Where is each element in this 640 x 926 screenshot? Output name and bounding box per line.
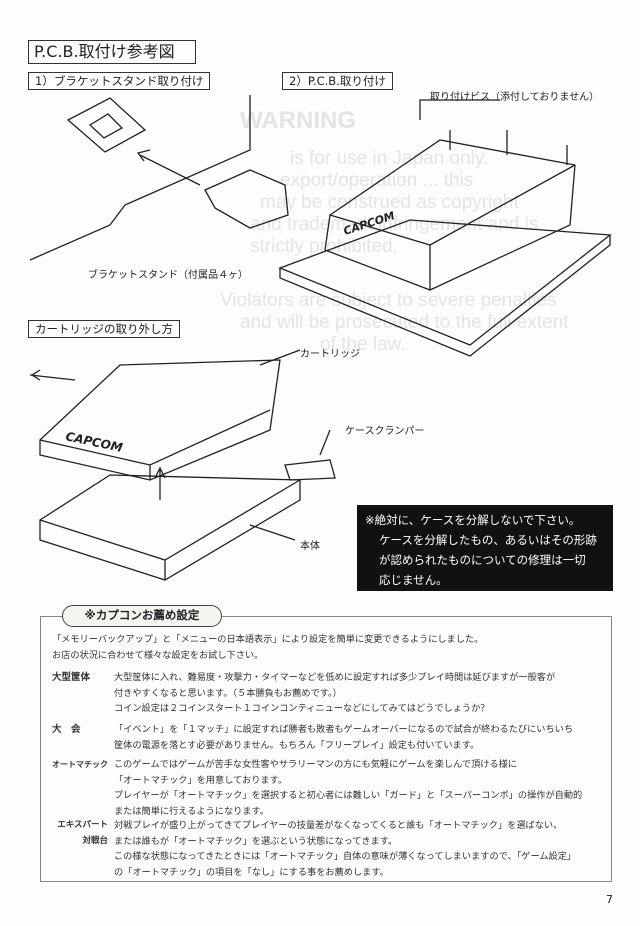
setting-line: プレイヤーが「オートマチック」を選択すると初心者には難しい「ガード」と「スーパー… [114,790,583,802]
setting-line: または誰もが「オートマチック」を選ぶという状態になってきます。 [114,835,398,847]
setting-heading: オートマチック [52,760,108,769]
case-clamper-drawing [284,459,336,481]
watermark-line: and will be prosecuted to the full exten… [240,312,569,333]
bracket-stand-label: ブラケットスタンド（付属品４ヶ） [88,270,248,281]
pcb-cartridge [324,139,576,291]
setting-heading: 大 会 [52,724,81,735]
case-clamper-label: ケースクランパー [345,426,425,437]
body-label: 本体 [300,541,320,552]
recommend-header: ※カプコンお薦め設定 [62,605,222,627]
setting-line: コイン設定は２コインスタート１コインコンティニューなどにしてみてはどうでしょうか… [114,703,490,715]
screws-label: 取り付けビス（添付しておりません） [430,92,600,103]
watermark-line: may be construed as copyright [260,192,519,213]
watermark-line: is for use in Japan only. [290,148,489,169]
setting-heading: 大型筐体 [52,672,91,683]
page-number: 7 [606,893,613,906]
setting-line: 付きやすくなると思います。（５本勝負もお薦めです。） [114,687,342,699]
recommend-box [40,616,612,882]
setting-line: 大型筐体に入れ、難易度・攻撃力・タイマーなどを低めに設定すれば多少プレイ時間は延… [114,672,556,683]
setting-item: 大型筐体 大型筐体に入れ、難易度・攻撃力・タイマーなどを低めに設定すれば多少プレ… [52,670,607,717]
warning-line: 応じません。 [379,573,448,587]
setting-line: 「オートマチック」を用意しております。 [114,774,288,786]
setting-line: 「イベント」を「１マッチ」に設定すれば勝者も敗者もゲームオーバーになるので試合が… [114,724,574,735]
capcom-logo-cartridge: CAPCOM [64,429,124,455]
watermark-line: and trademark infringement and is [250,214,539,235]
watermark-line: Violators are subject to severe penaltie… [220,290,557,311]
watermark-line: export/operation ... this [280,170,474,191]
capcom-logo-pcb: CAPCOM [342,209,396,238]
warning-line: ※絶対に、ケースを分解しないで下さい。 [365,513,581,527]
setting-line: 対戦プレイが盛り上がってきてプレイヤーの技量差がなくなってくると誰も「オートマチ… [114,820,563,831]
intro-line: お店の状況に合わせて様々な設定をお試し下さい。 [52,649,264,661]
setting-heading: エキスパート対戦台 [57,820,108,846]
bracket-stand [204,169,289,229]
section-cartridge: カートリッジの取り外し方 [28,320,180,338]
main-body-drawing [39,474,301,581]
screw-icons [449,130,568,165]
warning-line: が認められたものについての修理は一切 [379,553,586,567]
installation-diagrams: CAPCOM CAPCOM [29,95,612,581]
section-bracket: 1）ブラケットスタンド取り付け [28,72,211,90]
watermark-line: of the law. [320,334,406,355]
watermark-heading: WARNING [240,107,356,134]
page-title: P.C.B.取付け参考図 [28,40,196,64]
setting-item: オートマチック このゲームではゲームが苦手な女性客やサラリーマンの方にも気軽にゲ… [52,757,607,819]
warning-line: ケースを分解したもの、あるいはその形跡 [379,533,597,547]
setting-line: 筐体の電源を落とす必要がありません。もちろん「フリープレイ」設定も付いています。 [114,739,480,751]
setting-line: この様な状態になってきたときには「オートマチック」自体の意味が薄くなってしまいま… [114,851,577,863]
cartridge-drawing [39,359,281,481]
recommend-box-top-rule [40,616,612,617]
setting-line: または簡単に行えるようになります。 [114,805,269,817]
setting-line: このゲームではゲームが苦手な女性客やサラリーマンの方にも気軽にゲームを楽しんで頂… [114,759,517,770]
cabinet-edge-line [29,95,251,261]
cartridge-label: カートリッジ [300,349,360,360]
section-pcb: 2）P.C.B.取り付け [282,72,393,90]
setting-item: 大 会 「イベント」を「１マッチ」に設定すれば勝者も敗者もゲームオーバーになるの… [52,722,607,753]
setting-item: エキスパート対戦台 対戦プレイが盛り上がってきてプレイヤーの技量差がなくなってく… [52,818,607,880]
bracket-slot [66,97,147,153]
setting-line: の「オートマチック」の項目を「なし」にする事をお薦めします。 [114,866,389,878]
intro-line: 「メモリーバックアップ」と「メニューの日本語表示」により設定を簡単に変更できるよ… [52,634,484,645]
warning-box: ※絶対に、ケースを分解しないで下さい。 ケースを分解したもの、あるいはその形跡 … [357,505,613,591]
